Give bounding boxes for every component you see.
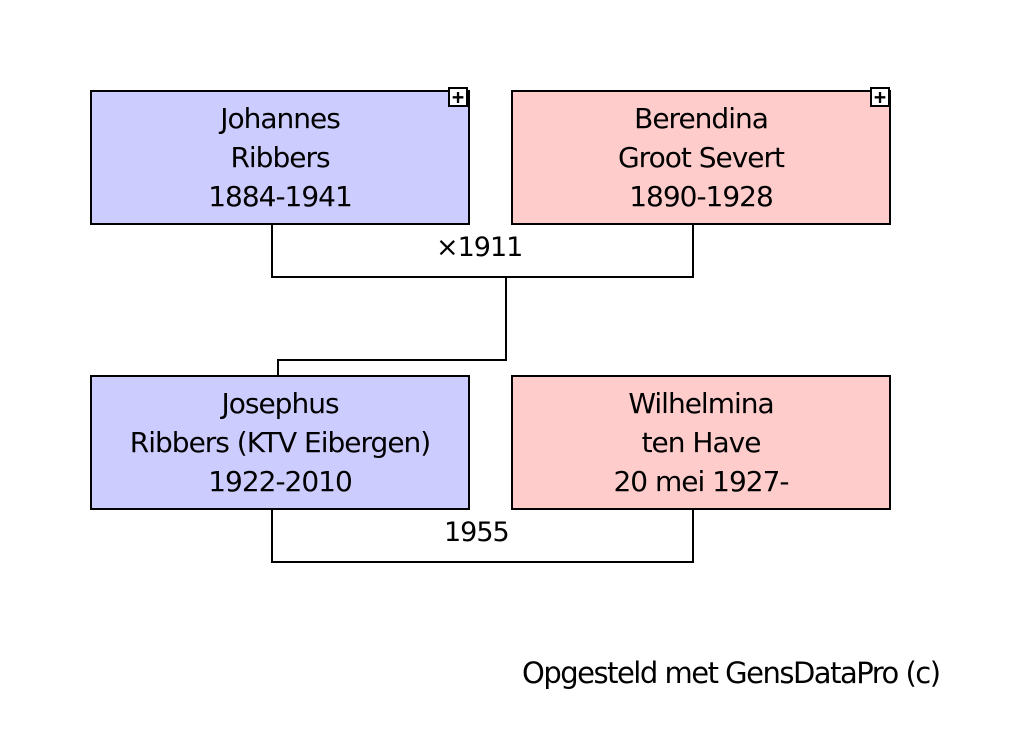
person-surname: Ribbers xyxy=(230,141,330,174)
person-life-dates: 20 mei 1927- xyxy=(613,465,789,498)
person-box-johannes-ribbers[interactable]: Johannes Ribbers 1884-1941 xyxy=(90,90,470,225)
person-life-dates: 1890-1928 xyxy=(629,180,774,213)
person-given-name: Johannes xyxy=(220,102,341,135)
person-given-name: Josephus xyxy=(221,387,339,420)
person-box-josephus-ribbers[interactable]: Josephus Ribbers (KTV Eibergen) 1922-201… xyxy=(90,375,470,510)
connector-couple-bar xyxy=(271,561,694,563)
connector-father-down xyxy=(271,225,273,278)
expand-mother-icon[interactable]: + xyxy=(870,87,890,107)
connector-descent-horizontal xyxy=(277,359,507,361)
marriage-label-couple: 1955 xyxy=(444,517,510,548)
person-box-berendina-groot-severt[interactable]: Berendina Groot Severt 1890-1928 xyxy=(511,90,891,225)
expand-father-icon[interactable]: + xyxy=(448,87,468,107)
person-given-name: Wilhelmina xyxy=(628,387,774,420)
person-life-dates: 1922-2010 xyxy=(208,465,353,498)
connector-descent-vertical xyxy=(505,278,507,361)
person-given-name: Berendina xyxy=(634,102,769,135)
person-life-dates: 1884-1941 xyxy=(208,180,353,213)
footer-credit: Opgesteld met GensDataPro (c) xyxy=(522,656,941,690)
person-surname: ten Have xyxy=(641,426,762,459)
connector-descent-to-child xyxy=(277,359,279,376)
connector-parents-bar xyxy=(271,276,694,278)
person-surname: Ribbers (KTV Eibergen) xyxy=(129,426,431,459)
connector-spouse-down xyxy=(692,510,694,563)
connector-mother-down xyxy=(692,225,694,278)
marriage-label-parents: ×1911 xyxy=(436,232,523,263)
person-surname: Groot Severt xyxy=(617,141,785,174)
connector-son-down xyxy=(271,510,273,563)
person-box-wilhelmina-ten-have[interactable]: Wilhelmina ten Have 20 mei 1927- xyxy=(511,375,891,510)
